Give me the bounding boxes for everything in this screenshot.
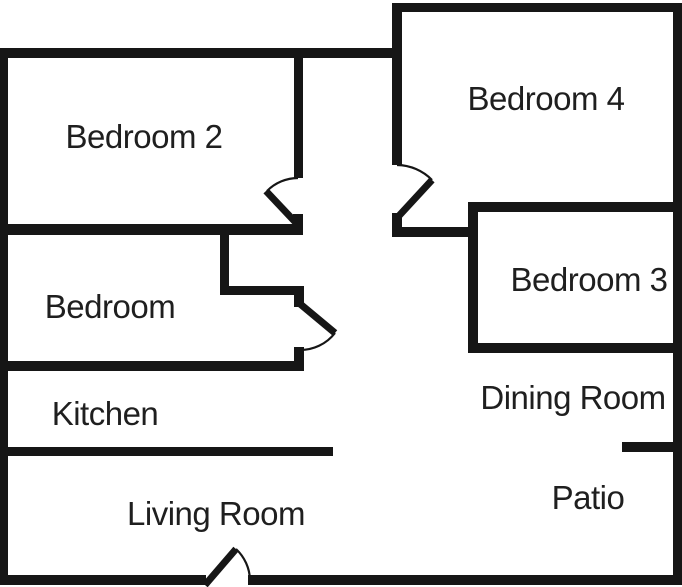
bedroom2-door-swing-arc — [266, 176, 299, 192]
wall-bedroom3-left — [468, 202, 478, 353]
wall-bottom-left-of-entry — [0, 575, 206, 585]
doors — [202, 163, 435, 587]
wall-bottom-right-of-entry — [248, 575, 682, 585]
wall-bedroom-bottom — [0, 361, 303, 371]
wall-bedroom3-bottom — [468, 343, 682, 353]
bedroom2-door-leaf — [263, 188, 302, 229]
wall-bedroom4-left-stub — [392, 213, 402, 237]
wall-bedroom2-right-upper — [294, 52, 303, 178]
entry-door-leaf — [202, 546, 239, 587]
wall-bedroom2-top — [0, 48, 400, 58]
room-label-bedroom: Bedroom — [45, 288, 175, 325]
wall-bedroom4-top — [392, 3, 682, 12]
room-label-bedroom-2: Bedroom 2 — [66, 118, 223, 155]
room-label-bedroom-3: Bedroom 3 — [511, 261, 668, 298]
wall-bedroom3-top — [468, 202, 682, 212]
wall-notch-left — [220, 229, 229, 294]
entry-door-swing-arc — [235, 548, 252, 581]
wall-exterior-right — [673, 3, 682, 584]
wall-kitchen-divider — [0, 447, 333, 456]
wall-bedroom4-left-upper — [392, 3, 402, 165]
bedroom4-door-leaf — [393, 177, 435, 222]
room-label-dining-room: Dining Room — [480, 379, 665, 416]
bedroom-door-swing-arc — [298, 332, 336, 352]
bedroom-door-leaf — [296, 300, 338, 336]
wall-bedroom-door-bottom-stub — [294, 347, 304, 371]
wall-bedroom-door-top-stub — [294, 286, 304, 307]
wall-patio-stub — [622, 442, 682, 452]
room-label-patio: Patio — [552, 479, 625, 516]
wall-hallway — [392, 227, 478, 237]
wall-notch-bottom — [220, 286, 303, 295]
wall-below-bedroom2 — [0, 224, 303, 235]
room-label-living-room: Living Room — [127, 495, 305, 532]
room-label-kitchen: Kitchen — [52, 395, 159, 432]
walls — [0, 3, 682, 585]
room-labels: Bedroom 2 Bedroom 4 Bedroom Bedroom 3 Ki… — [45, 80, 668, 532]
room-label-bedroom-4: Bedroom 4 — [468, 80, 625, 117]
wall-exterior-left — [0, 48, 8, 584]
bedroom4-door-swing-arc — [396, 163, 433, 181]
